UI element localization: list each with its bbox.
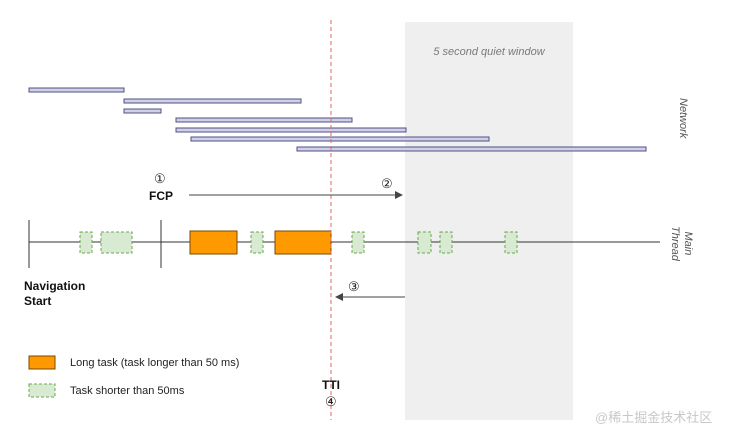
short-tasks bbox=[79, 231, 518, 254]
step-3-marker: ③ bbox=[348, 279, 360, 294]
navigation-start-label: Navigation Start bbox=[24, 279, 86, 308]
network-request-bar bbox=[123, 108, 162, 114]
network-request-bar bbox=[190, 136, 490, 142]
legend-short-task-label: Task shorter than 50ms bbox=[70, 385, 185, 397]
tti-label: TTI bbox=[322, 378, 340, 392]
network-lane-label: Network bbox=[677, 98, 689, 139]
short-task bbox=[100, 231, 133, 254]
network-request-bar bbox=[28, 87, 125, 93]
step-2-marker: ② bbox=[381, 176, 393, 191]
step-4-marker: ④ bbox=[325, 394, 337, 409]
short-task bbox=[351, 231, 365, 254]
legend-long-task-label: Long task (task longer than 50 ms) bbox=[70, 357, 240, 369]
fcp-label: FCP bbox=[149, 189, 173, 203]
legend-long-task-swatch bbox=[28, 355, 56, 370]
long-task bbox=[274, 230, 332, 255]
short-task bbox=[250, 231, 264, 254]
watermark: @稀土掘金技术社区 bbox=[595, 410, 713, 425]
main-thread-lane-label: Main Thread bbox=[669, 226, 694, 261]
step-1-marker: ① bbox=[154, 171, 166, 186]
network-requests bbox=[28, 87, 647, 152]
network-request-bar bbox=[296, 146, 647, 152]
network-request-bar bbox=[175, 127, 407, 133]
short-task bbox=[417, 231, 432, 254]
network-request-bar bbox=[175, 117, 353, 123]
network-request-bar bbox=[123, 98, 302, 104]
short-task bbox=[79, 231, 93, 254]
short-task bbox=[439, 231, 453, 254]
quiet-window-region bbox=[405, 22, 573, 420]
long-task bbox=[189, 230, 238, 255]
quiet-window-label: 5 second quiet window bbox=[433, 46, 545, 58]
long-tasks bbox=[189, 230, 332, 255]
legend-short-task-swatch bbox=[28, 383, 56, 398]
short-task bbox=[504, 231, 518, 254]
